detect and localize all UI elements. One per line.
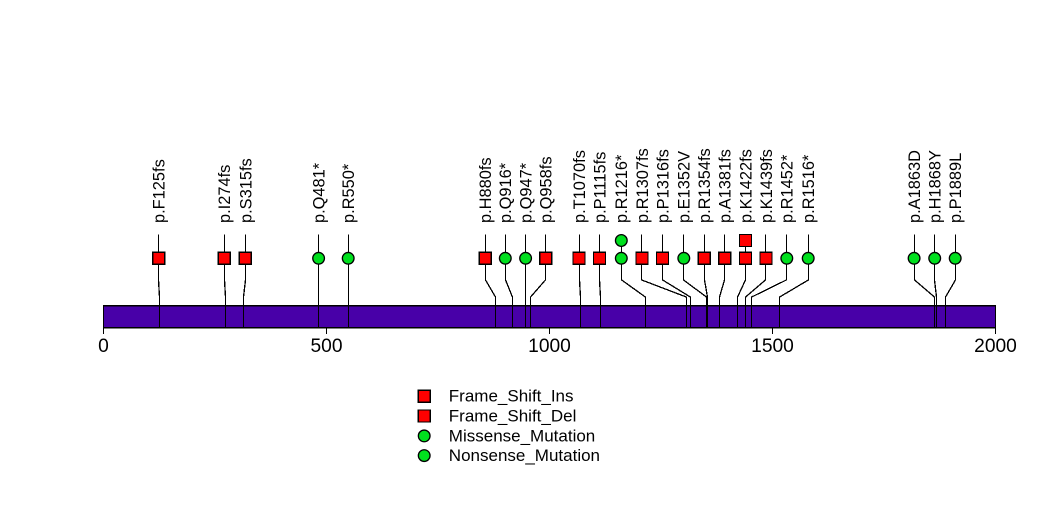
svg-text:p.H1868Y: p.H1868Y	[927, 150, 945, 223]
svg-text:0: 0	[98, 336, 109, 357]
svg-text:p.R1354fs: p.R1354fs	[696, 148, 714, 223]
svg-text:p.T1070fs: p.T1070fs	[571, 150, 589, 223]
svg-text:p.A1863D: p.A1863D	[906, 150, 924, 223]
svg-text:2000: 2000	[974, 336, 1017, 357]
svg-text:p.R1307fs: p.R1307fs	[634, 148, 652, 223]
svg-text:p.S315fs: p.S315fs	[237, 158, 255, 223]
svg-text:p.Q481*: p.Q481*	[310, 162, 328, 223]
svg-text:Frame_Shift_Del: Frame_Shift_Del	[449, 407, 577, 426]
svg-text:Nonsense_Mutation: Nonsense_Mutation	[449, 446, 600, 465]
svg-text:p.E1352V: p.E1352V	[676, 151, 694, 223]
svg-text:p.P1889L: p.P1889L	[947, 153, 965, 223]
svg-text:1500: 1500	[751, 336, 794, 357]
svg-text:p.F125fs: p.F125fs	[151, 159, 169, 223]
svg-text:p.Q916*: p.Q916*	[497, 162, 515, 223]
svg-text:p.H880fs: p.H880fs	[477, 157, 495, 223]
svg-text:p.K1439fs: p.K1439fs	[758, 149, 776, 223]
svg-text:500: 500	[310, 336, 342, 357]
svg-text:p.R1216*: p.R1216*	[613, 154, 631, 223]
svg-text:p.R550*: p.R550*	[340, 163, 358, 223]
svg-text:p.R1516*: p.R1516*	[800, 154, 818, 223]
svg-text:Missense_Mutation: Missense_Mutation	[449, 426, 595, 445]
svg-text:p.Q958fs: p.Q958fs	[538, 156, 556, 223]
svg-text:p.I274fs: p.I274fs	[216, 165, 234, 223]
svg-text:p.Q947*: p.Q947*	[517, 162, 535, 223]
svg-text:Frame_Shift_Ins: Frame_Shift_Ins	[449, 387, 574, 406]
svg-text:p.P1115fs: p.P1115fs	[591, 152, 609, 223]
svg-text:p.K1422fs: p.K1422fs	[737, 149, 755, 223]
svg-text:p.A1381fs: p.A1381fs	[717, 149, 735, 223]
svg-text:1000: 1000	[528, 336, 571, 357]
svg-text:p.R1452*: p.R1452*	[779, 154, 797, 223]
svg-text:p.P1316fs: p.P1316fs	[654, 149, 672, 223]
